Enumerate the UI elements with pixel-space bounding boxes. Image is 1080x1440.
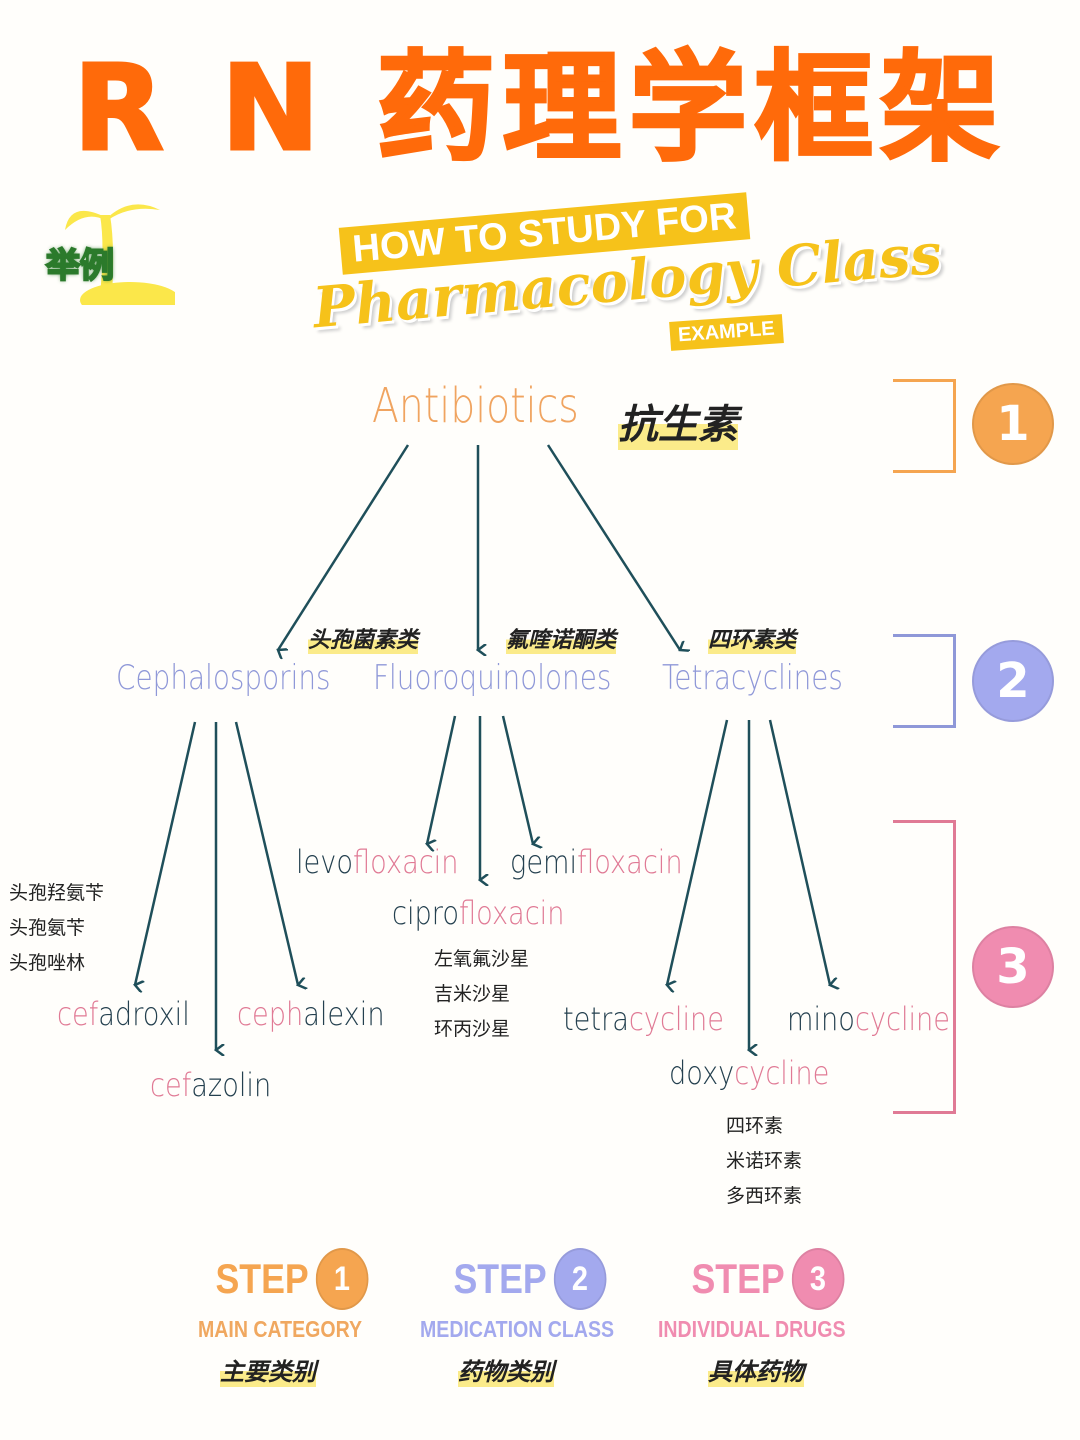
- step-1-en: MAIN CATEGORY: [198, 1316, 363, 1342]
- example-badge: 举例: [45, 245, 115, 287]
- arrow: [135, 721, 197, 985]
- bracket-level3: [893, 820, 956, 1114]
- class-fluoroquinolones: Fluoroquinolones: [373, 658, 612, 698]
- class-cephalosporins: Cephalosporins: [116, 658, 331, 698]
- arrow: [234, 721, 298, 985]
- drug-minocycline: minocycline: [787, 1000, 951, 1038]
- class-cn: 氟喹诺酮类: [506, 622, 617, 654]
- arrow: [667, 719, 729, 985]
- arrow: [546, 444, 680, 650]
- level2-number-badge: 2: [972, 640, 1054, 722]
- arrow: [278, 444, 410, 650]
- cn-list-ceph: 头孢羟氨苄头孢氨苄头孢唑林: [9, 882, 105, 974]
- step-3-en: INDIVIDUAL DRUGS: [658, 1316, 846, 1342]
- bracket-level2: [893, 634, 956, 728]
- level1-number-badge: 1: [972, 383, 1054, 465]
- level1-label: Antibiotics: [372, 378, 579, 434]
- class-tetracyclines: Tetracyclines: [662, 658, 843, 698]
- drug-doxycycline: doxycycline: [669, 1054, 830, 1092]
- cn-list-fluoro: 左氧氟沙星吉米沙星环丙沙星: [434, 948, 530, 1040]
- class-cn: 头孢菌素类: [308, 622, 419, 654]
- bracket-level1: [893, 379, 956, 473]
- drug-levofloxacin: levofloxacin: [296, 843, 459, 881]
- drug-cefazolin: cefazolin: [150, 1066, 272, 1104]
- drug-cephalexin: cephalexin: [237, 995, 385, 1033]
- step-2-cn: 药物类别: [458, 1352, 554, 1387]
- page-title: R N 药理学框架: [72, 38, 1007, 179]
- level3-number-badge: 3: [972, 926, 1054, 1008]
- drug-ciprofloxacin: ciprofloxacin: [392, 894, 565, 932]
- level1-cn: 抗生素: [618, 392, 738, 450]
- palm-tree-icon: [65, 204, 175, 305]
- drug-tetracycline: tetracycline: [563, 1000, 725, 1038]
- arrow: [427, 715, 457, 844]
- drug-gemifloxacin: gemifloxacin: [510, 843, 683, 881]
- step-1-cn: 主要类别: [220, 1352, 316, 1387]
- cn-list-tetra: 四环素米诺环素多西环素: [726, 1115, 803, 1207]
- step-2-en: MEDICATION CLASS: [420, 1316, 615, 1342]
- arrow: [768, 719, 830, 985]
- arrow: [501, 715, 533, 844]
- class-cn: 四环素类: [708, 622, 797, 654]
- drug-cefadroxil: cefadroxil: [57, 995, 190, 1033]
- step-3-cn: 具体药物: [708, 1352, 804, 1387]
